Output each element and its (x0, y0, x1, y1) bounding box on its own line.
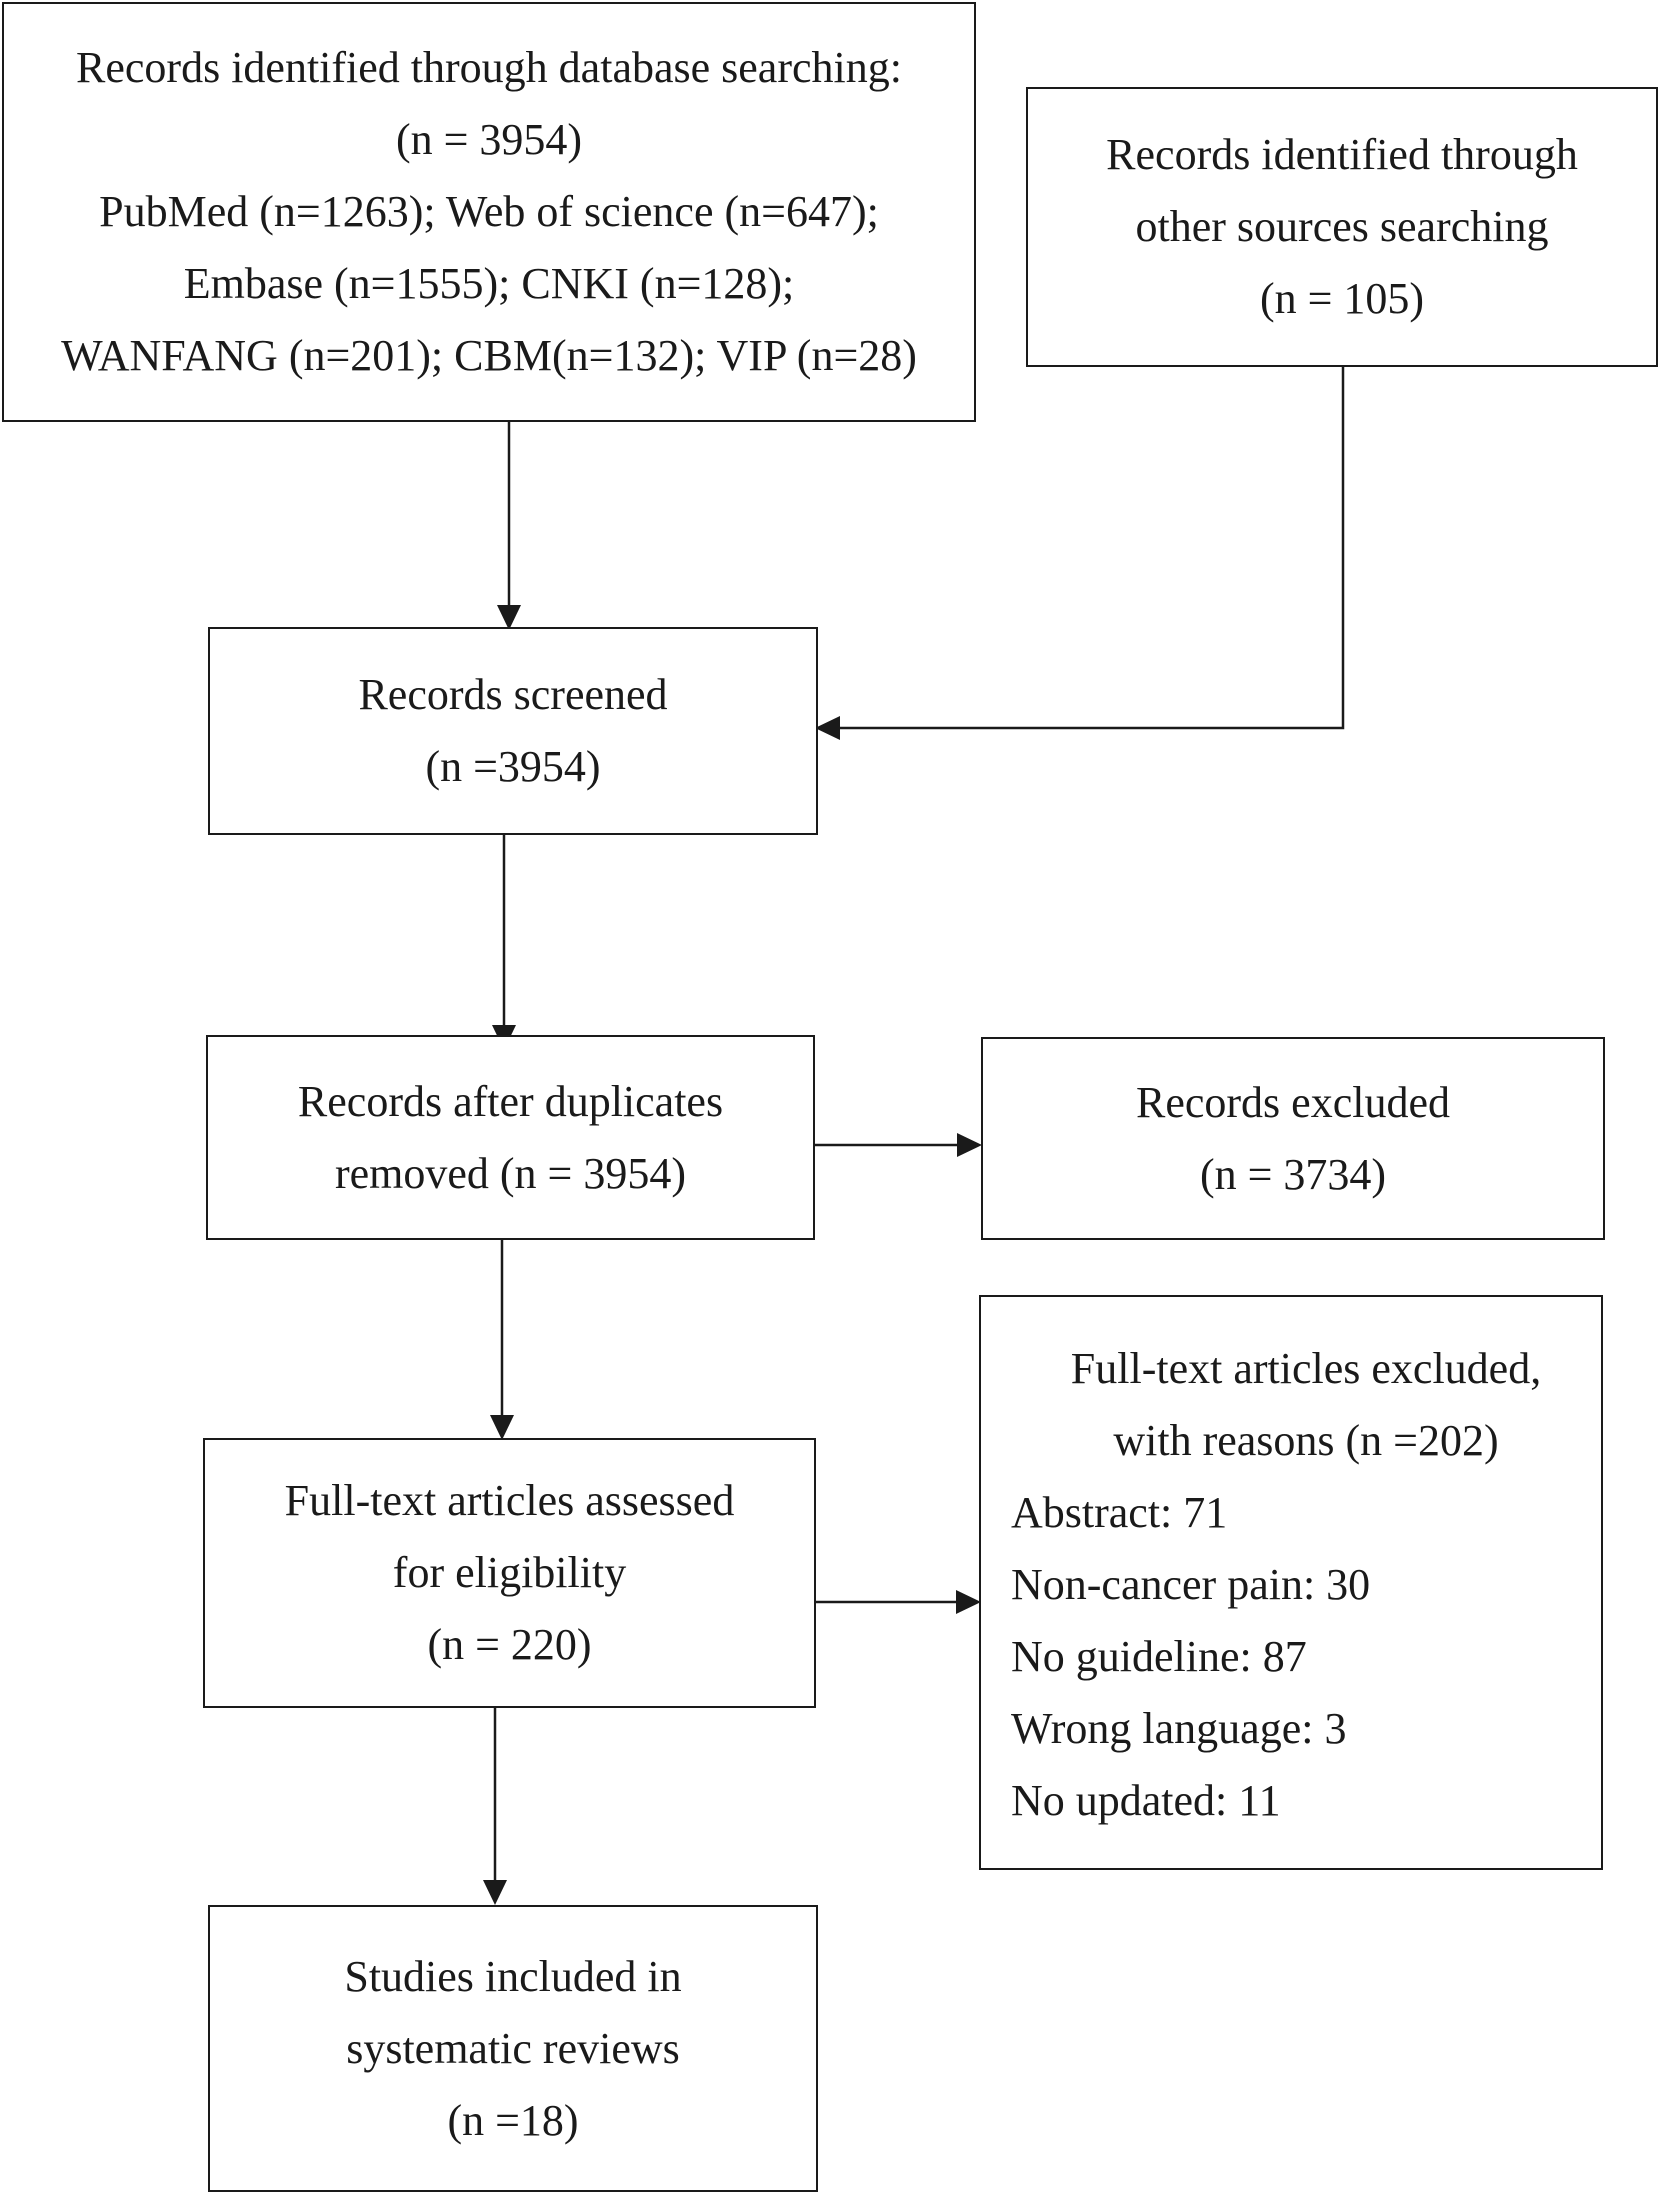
other-sources-line-2: other sources searching (1135, 202, 1549, 251)
database-search-line-5: WANFANG (n=201); CBM(n=132); VIP (n=28) (61, 331, 917, 380)
records-screened-box: Records screened (n =3954) (208, 627, 818, 835)
after-duplicates-line-1: Records after duplicates (297, 1076, 724, 1126)
exclusion-reason-abstract: Abstract: 71 (1011, 1488, 1228, 1537)
arrowhead-included (483, 1880, 507, 1905)
full-text-assessed-box: Full-text articles assessed for eligibil… (203, 1438, 816, 1708)
full-text-assessed-line-3: (n = 220) (427, 1620, 592, 1669)
other-sources-box: Records identified through other sources… (1026, 87, 1658, 367)
database-search-line-4: Embase (n=1555); CNKI (n=128); (183, 259, 795, 308)
studies-included-line-3: (n =18) (447, 2095, 579, 2145)
studies-included-line-2: systematic reviews (346, 2023, 680, 2073)
records-excluded-line-1: Records excluded (1136, 1077, 1450, 1127)
records-excluded-line-2: (n = 3734) (1199, 1149, 1387, 1199)
after-duplicates-box: Records after duplicates removed (n = 39… (206, 1035, 815, 1240)
arrowhead-full-text (490, 1415, 514, 1440)
database-search-box: Records identified through database sear… (2, 2, 976, 422)
arrowhead-full-text-excluded (956, 1590, 981, 1614)
database-search-line-1: Records identified through database sear… (76, 43, 902, 92)
records-screened-line-2: (n =3954) (425, 742, 601, 791)
exclusion-reason-no-guideline: No guideline: 87 (1011, 1632, 1307, 1681)
full-text-excluded-heading-1: Full-text articles excluded, (1070, 1344, 1542, 1393)
full-text-assessed-line-1: Full-text articles assessed (284, 1476, 735, 1525)
records-screened-line-1: Records screened (358, 670, 668, 719)
exclusion-reason-wrong-language: Wrong language: 3 (1011, 1704, 1347, 1753)
exclusion-reason-non-cancer-pain: Non-cancer pain: 30 (1011, 1560, 1371, 1609)
other-sources-line-1: Records identified through (1106, 130, 1578, 179)
studies-included-box: Studies included in systematic reviews (… (208, 1905, 818, 2192)
full-text-excluded-heading-2: with reasons (n =202) (1113, 1416, 1499, 1465)
after-duplicates-line-2: removed (n = 3954) (334, 1148, 687, 1198)
studies-included-line-1: Studies included in (344, 1951, 682, 2001)
database-search-line-3: PubMed (n=1263); Web of science (n=647); (99, 187, 879, 236)
database-search-line-2: (n = 3954) (395, 115, 583, 164)
arrowhead-screened-side (815, 716, 840, 740)
arrowhead-screened (497, 605, 521, 630)
exclusion-reason-no-updated: No updated: 11 (1011, 1776, 1281, 1825)
arrowhead-excluded (957, 1133, 982, 1157)
other-sources-line-3: (n = 105) (1259, 274, 1425, 323)
full-text-assessed-line-2: for eligibility (392, 1548, 627, 1597)
arrow-other-sources-to-screened (840, 367, 1345, 730)
records-excluded-box: Records excluded (n = 3734) (981, 1037, 1605, 1240)
full-text-excluded-box: Full-text articles excluded, with reason… (979, 1295, 1603, 1870)
